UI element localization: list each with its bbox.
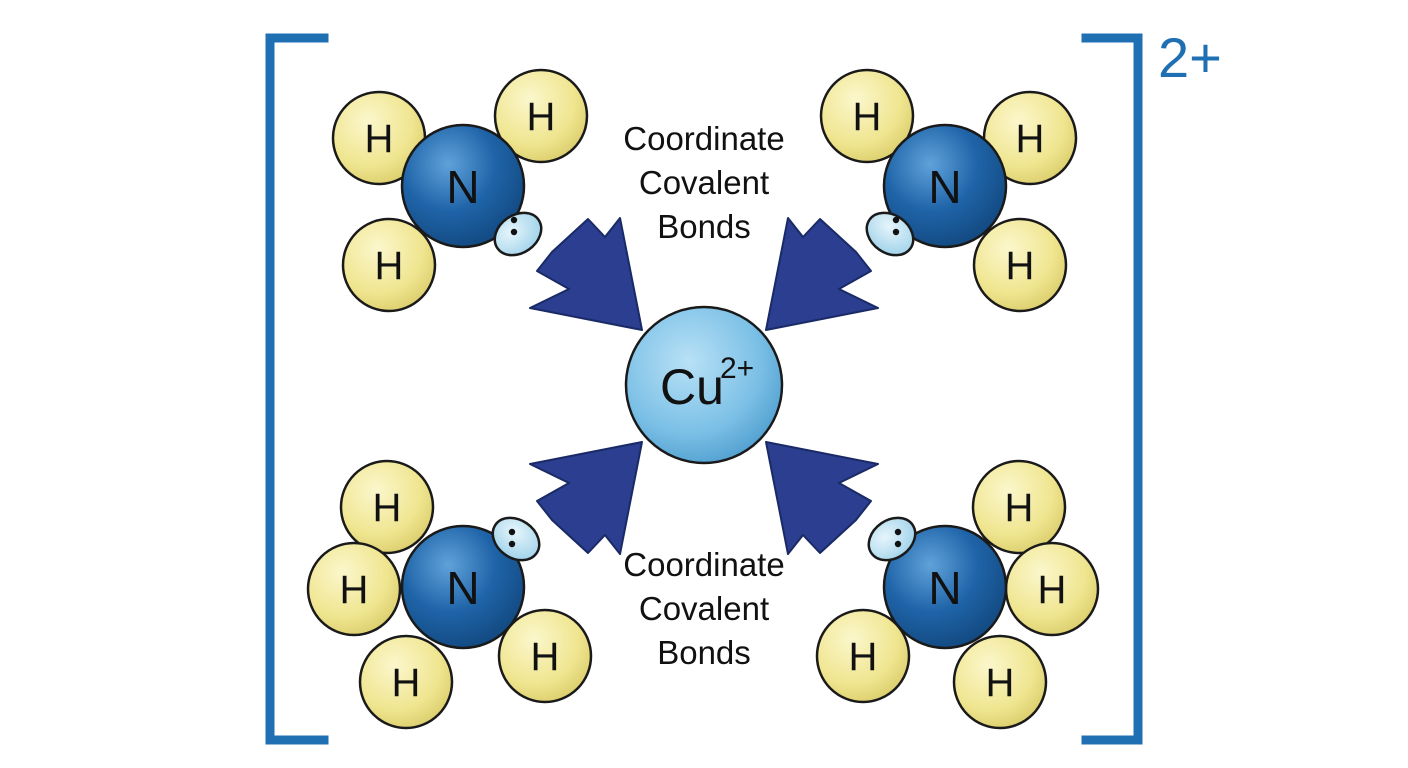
arrow-bottom-left (529, 441, 643, 555)
caption-line: Bonds (657, 208, 751, 245)
caption-top: Coordinate Covalent Bonds (623, 120, 784, 245)
hydrogen-atom: H (971, 459, 1067, 555)
hydrogen-atom: H (972, 217, 1068, 313)
copper-symbol: Cu (660, 359, 724, 415)
svg-text:H: H (1038, 568, 1067, 612)
hydrogen-atom: H (497, 608, 593, 704)
hydrogen-atom: H (341, 217, 437, 313)
arrow-bottom-right (765, 441, 879, 555)
copper-ion: Cu 2+ (624, 305, 784, 465)
ammonia-ligand-top-right: H H H N (819, 68, 1078, 313)
lone-pair (867, 516, 917, 562)
svg-text:N: N (446, 562, 479, 614)
arrow-top-left (529, 217, 643, 331)
svg-text:N: N (928, 161, 961, 213)
svg-text:H: H (392, 661, 421, 705)
lone-pair (865, 211, 915, 257)
svg-text:H: H (527, 95, 556, 139)
svg-text:H: H (986, 661, 1015, 705)
copper-charge: 2+ (720, 352, 754, 385)
svg-text:H: H (531, 635, 560, 679)
nitrogen-atom: N (882, 123, 1008, 249)
svg-text:H: H (340, 568, 369, 612)
svg-text:H: H (1016, 117, 1045, 161)
nitrogen-atom: N (400, 524, 526, 650)
ammonia-ligand-bottom-left: H H H N H (306, 459, 593, 730)
ammonia-ligand-top-left: H H H N (331, 68, 589, 313)
nitrogen-atom: N (400, 123, 526, 249)
hydrogen-atom: H (493, 68, 589, 164)
svg-text:H: H (1005, 486, 1034, 530)
caption-line: Bonds (657, 634, 751, 671)
bond-arrows (529, 217, 879, 555)
caption-line: Covalent (639, 590, 769, 627)
left-bracket (265, 33, 329, 745)
svg-text:H: H (375, 244, 404, 288)
hydrogen-atom: H (306, 541, 402, 637)
svg-text:N: N (928, 562, 961, 614)
hydrogen-atom: H (339, 459, 435, 555)
complex-charge: 2+ (1158, 26, 1222, 89)
svg-text:H: H (365, 117, 394, 161)
nitrogen-atom: N (882, 524, 1008, 650)
hydrogen-atom: H (819, 68, 915, 164)
svg-text:H: H (373, 486, 402, 530)
hydrogen-atom: H (815, 608, 911, 704)
lone-pair (493, 211, 543, 257)
ammonia-ligand-bottom-right: H H H N H (815, 459, 1100, 730)
hydrogen-atom: H (1004, 541, 1100, 637)
caption-line: Covalent (639, 164, 769, 201)
svg-text:N: N (446, 161, 479, 213)
svg-text:H: H (1006, 244, 1035, 288)
caption-bottom: Coordinate Covalent Bonds (623, 546, 784, 671)
hydrogen-atom: H (952, 634, 1048, 730)
lone-pair (491, 516, 541, 562)
svg-text:Cu: Cu (660, 359, 724, 415)
arrow-top-right (765, 217, 879, 331)
hydrogen-atom: H (358, 634, 454, 730)
caption-line: Coordinate (623, 120, 784, 157)
caption-line: Coordinate (623, 546, 784, 583)
svg-text:H: H (853, 95, 882, 139)
right-bracket (1081, 33, 1143, 745)
svg-text:H: H (849, 635, 878, 679)
hydrogen-atom: H (331, 90, 427, 186)
